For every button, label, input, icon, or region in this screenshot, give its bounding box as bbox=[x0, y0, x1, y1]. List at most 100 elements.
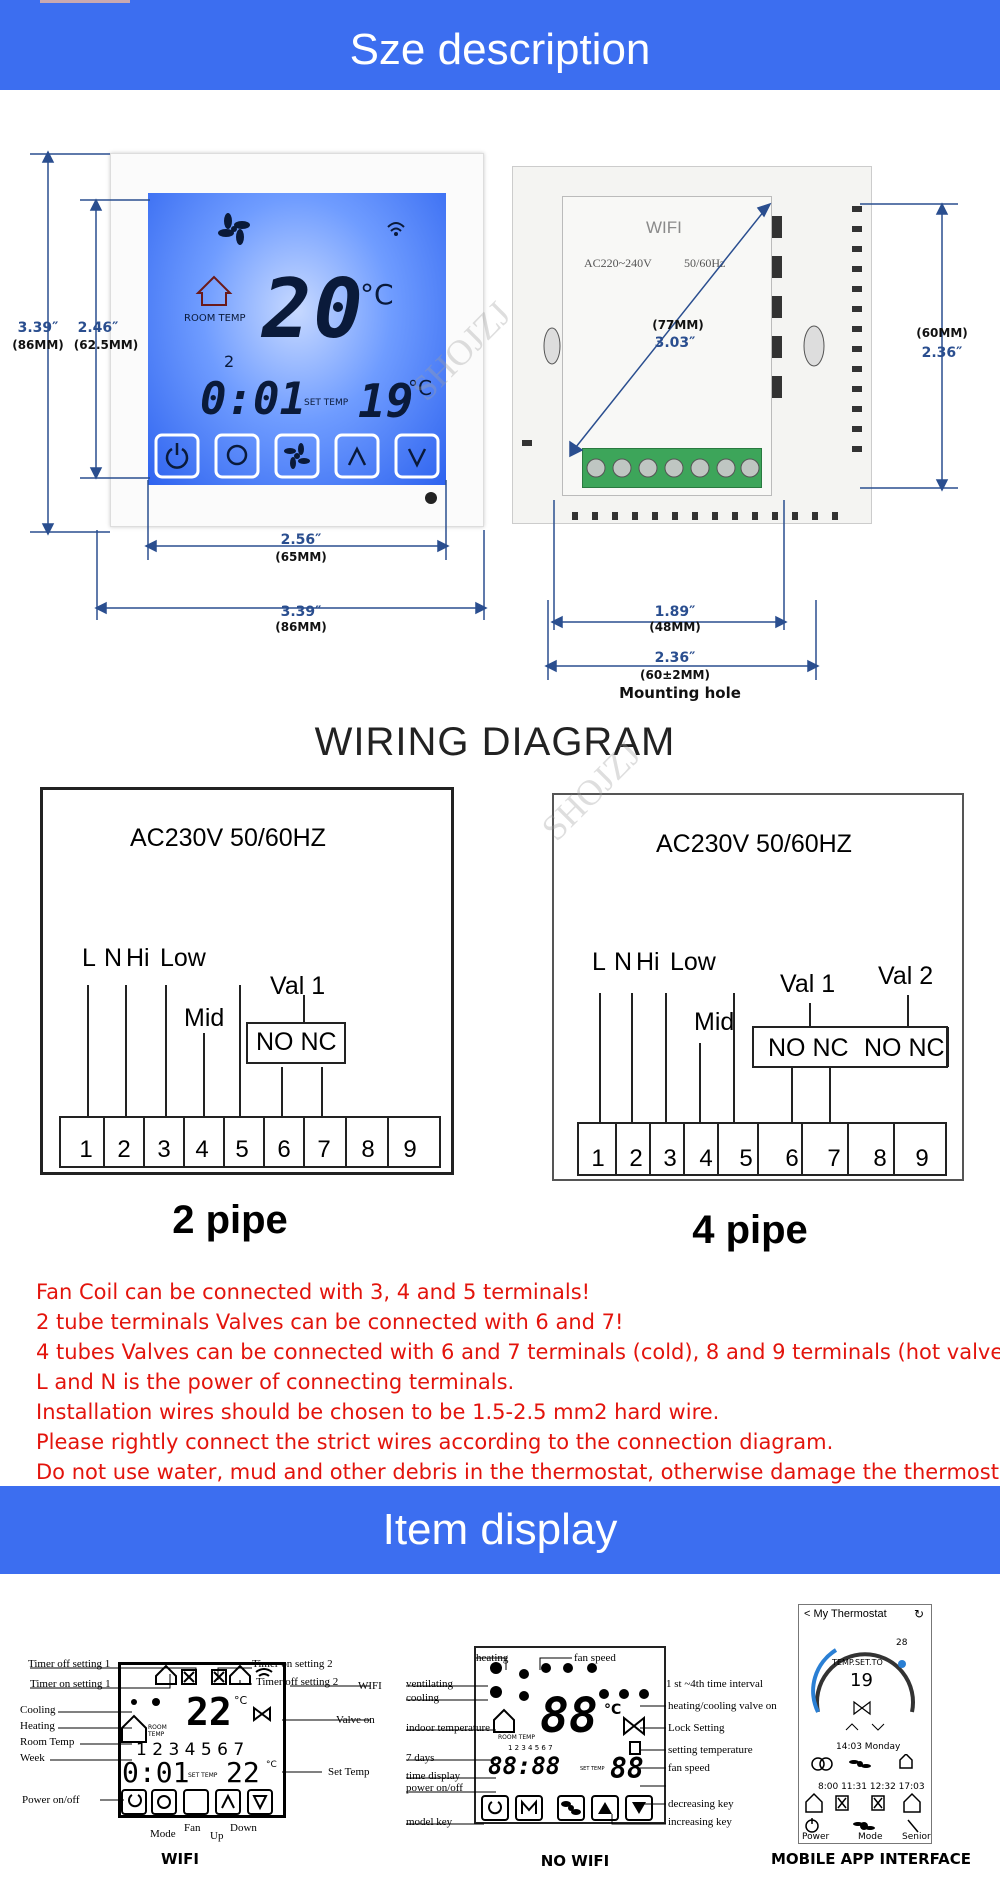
dim-front-width-inner: 2.56″ bbox=[280, 532, 322, 548]
four-pipe-terminal-8: 8 bbox=[873, 1145, 887, 1172]
dim-front-height-outer: 3.39″ bbox=[17, 320, 59, 336]
four-pipe-label-val2: Val 2 bbox=[878, 962, 934, 990]
dim-front-height-inner: 2.46″ bbox=[77, 320, 119, 336]
nowifi-label-fan-speed-2: fan speed bbox=[668, 1762, 710, 1774]
nowifi-lcd-room: ROOM TEMP bbox=[498, 1734, 535, 1741]
nowifi-lcd-icons bbox=[481, 1662, 653, 1821]
dim-front-width-inner-mm: (65MM) bbox=[275, 550, 327, 564]
nowifi-caption: NO WIFI bbox=[540, 1852, 610, 1870]
four-pipe-terminal-9: 9 bbox=[915, 1145, 929, 1172]
app-phone bbox=[798, 1604, 932, 1844]
dim-back-side-mm: (60MM) bbox=[916, 326, 968, 340]
two-pipe-power: AC230V 50/60HZ bbox=[130, 824, 326, 852]
two-pipe-terminal-8: 8 bbox=[361, 1136, 375, 1163]
dim-back-side-in: 2.36″ bbox=[921, 345, 963, 361]
front-lcd-unit: °C bbox=[360, 278, 394, 311]
dim-back-width-b-mm: (60±2MM) bbox=[640, 668, 710, 682]
back-side-vents bbox=[522, 206, 862, 520]
nowifi-label-cooling: cooling bbox=[406, 1692, 439, 1704]
app-power-label[interactable]: Power bbox=[802, 1832, 830, 1842]
wifi-label-timer-off-2: Timer off setting 2 bbox=[256, 1676, 339, 1688]
app-senior-label[interactable]: Senior bbox=[902, 1832, 931, 1842]
front-lcd-set-label: SET TEMP bbox=[304, 398, 349, 408]
note-1: Fan Coil can be connected with 3, 4 and … bbox=[36, 1280, 591, 1304]
two-pipe-label-hi: Hi bbox=[126, 944, 150, 972]
wifi-label-up: Up bbox=[210, 1830, 224, 1842]
nowifi-label-increasing: increasing key bbox=[668, 1816, 732, 1828]
app-dial-max: 28 bbox=[896, 1638, 908, 1648]
nowifi-label-heating: heating bbox=[476, 1652, 509, 1664]
app-set-to: TEMP.SET.TO bbox=[832, 1658, 883, 1667]
two-pipe-label-l: L bbox=[82, 944, 96, 972]
wifi-label-week: Week bbox=[20, 1752, 45, 1764]
four-pipe-terminal-1: 1 bbox=[591, 1145, 605, 1172]
back-label-freq: 50/60Hz bbox=[684, 256, 726, 270]
note-7: Do not use water, mud and other debris i… bbox=[36, 1460, 1000, 1484]
wifi-label-timer-off-1: Timer off setting 1 bbox=[28, 1658, 111, 1670]
dim-mounting-hole: Mounting hole bbox=[619, 684, 741, 702]
note-4: L and N is the power of connecting termi… bbox=[36, 1370, 515, 1394]
two-pipe-label-mid: Mid bbox=[184, 1004, 225, 1032]
four-pipe-caption: 4 pipe bbox=[692, 1208, 808, 1252]
wifi-leader-lines bbox=[30, 1667, 370, 1801]
wifi-label-set-temp: Set Temp bbox=[328, 1766, 370, 1778]
app-caption: MOBILE APP INTERFACE bbox=[770, 1850, 972, 1868]
back-dimension-lines bbox=[544, 202, 958, 680]
front-lcd-temp: 20 bbox=[262, 262, 365, 357]
wifi-label-down: Down bbox=[230, 1822, 257, 1834]
nowifi-lcd-days: 1 2 3 4 5 6 7 bbox=[508, 1744, 553, 1752]
four-pipe-terminal-7: 7 bbox=[827, 1145, 841, 1172]
note-6: Please rightly connect the strict wires … bbox=[36, 1430, 834, 1454]
note-5: Installation wires should be chosen to b… bbox=[36, 1400, 720, 1424]
app-dial[interactable] bbox=[798, 1622, 932, 1732]
four-pipe-nonc-2: NO NC bbox=[864, 1034, 945, 1062]
nowifi-lcd-temp: 88 bbox=[540, 1688, 598, 1744]
item-banner-title: Item display bbox=[382, 1505, 618, 1554]
app-schedule: 8:00 11:31 12:32 17:03 bbox=[818, 1782, 925, 1792]
four-pipe-nonc-1: NO NC bbox=[768, 1034, 849, 1062]
nowifi-label-ventilating: ventilating bbox=[406, 1678, 454, 1690]
back-label-power: AC220~240V bbox=[584, 256, 652, 270]
two-pipe-terminal-5: 5 bbox=[235, 1136, 249, 1163]
two-pipe-nonc-box bbox=[246, 1022, 346, 1064]
four-pipe-terminal-2: 2 bbox=[629, 1145, 643, 1172]
two-pipe-nonc: NO NC bbox=[256, 1028, 337, 1056]
two-pipe-label-low: Low bbox=[160, 944, 206, 972]
wifi-label-valve-on: Valve on bbox=[336, 1714, 375, 1726]
two-pipe-caption: 2 pipe bbox=[172, 1198, 288, 1242]
dim-front-height-inner-mm: (62.5MM) bbox=[73, 338, 139, 352]
wifi-label-cooling: Cooling bbox=[20, 1704, 56, 1716]
note-3: 4 tubes Valves can be connected with 6 a… bbox=[36, 1340, 1000, 1364]
dim-back-diag-mm: (77MM) bbox=[652, 318, 704, 332]
four-pipe-label-l: L bbox=[592, 948, 606, 976]
wifi-label-timer-on-1: Timer on setting 1 bbox=[30, 1678, 111, 1690]
four-pipe-label-hi: Hi bbox=[636, 948, 660, 976]
note-2: 2 tube terminals Valves can be connected… bbox=[36, 1310, 624, 1334]
app-set-value: 19 bbox=[850, 1670, 873, 1691]
wifi-lcd-time: 0:01 bbox=[122, 1756, 190, 1789]
two-pipe-terminal-9: 9 bbox=[403, 1136, 417, 1163]
nowifi-label-model: model key bbox=[406, 1816, 453, 1828]
four-pipe-power: AC230V 50/60HZ bbox=[656, 830, 852, 858]
two-pipe-terminal-7: 7 bbox=[317, 1136, 331, 1163]
dim-front-height-outer-mm: (86MM) bbox=[12, 338, 64, 352]
app-mode-icons[interactable] bbox=[798, 1754, 932, 1844]
front-lcd-icons bbox=[154, 213, 440, 479]
nowifi-lcd-set: 88 bbox=[610, 1752, 644, 1785]
front-lcd-room-temp: ROOM TEMP bbox=[184, 313, 246, 324]
nowifi-leader-lines bbox=[406, 1657, 666, 1825]
front-lcd-set-temp: 19 bbox=[358, 374, 414, 428]
nowifi-label-lock: Lock Setting bbox=[668, 1722, 725, 1734]
size-banner: Sze description bbox=[0, 0, 1000, 90]
four-pipe-label-n: N bbox=[614, 948, 633, 976]
wifi-lcd bbox=[118, 1662, 286, 1818]
wifi-lcd-set-label: SET TEMP bbox=[188, 1772, 218, 1779]
back-label-wifi: WIFI bbox=[646, 218, 682, 237]
wifi-lcd-week: 1 2 3 4 5 6 7 bbox=[136, 1740, 245, 1760]
two-pipe-terminal-6: 6 bbox=[277, 1136, 291, 1163]
dim-back-diag-in: 3.03″ bbox=[654, 335, 696, 351]
nowifi-label-days: 7 days bbox=[406, 1752, 435, 1764]
size-banner-title: Sze description bbox=[349, 25, 651, 74]
app-refresh-icon[interactable]: ↻ bbox=[914, 1607, 925, 1621]
app-mode-label[interactable]: Mode bbox=[858, 1832, 883, 1842]
